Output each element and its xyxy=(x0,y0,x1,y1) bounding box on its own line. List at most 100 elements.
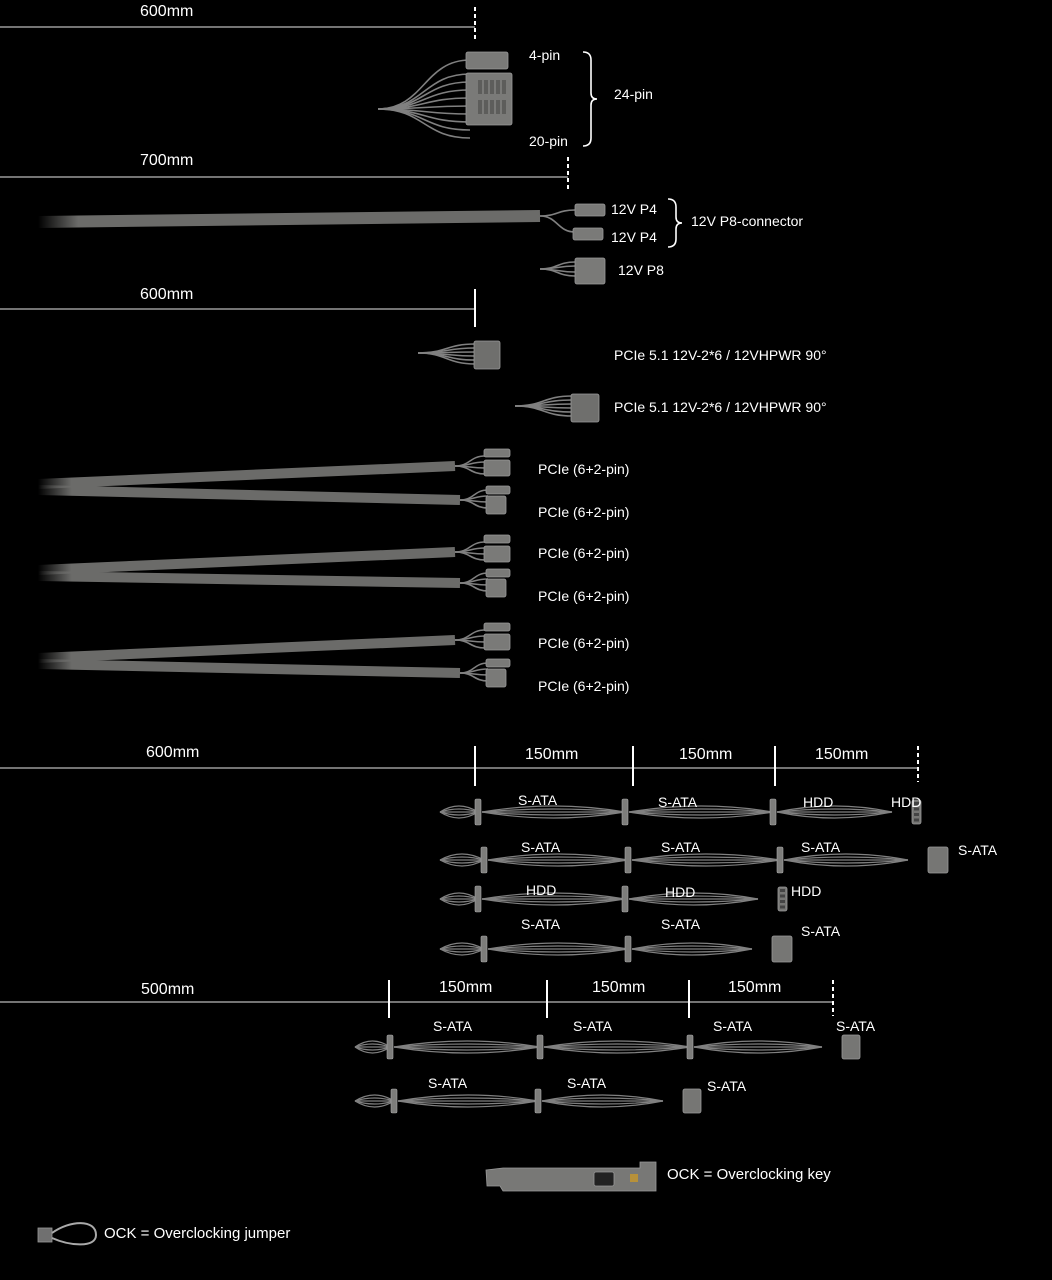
wires-pcie xyxy=(454,551,486,561)
cable-periph-3-molex-pin xyxy=(780,900,785,903)
cable-periph-4-connector xyxy=(624,935,632,963)
cable-periph-2-wires xyxy=(783,859,909,867)
wires-pcie xyxy=(454,465,486,475)
cable-periph-6-connector xyxy=(534,1088,542,1114)
label-ock-key: OCK = Overclocking key xyxy=(667,1166,831,1183)
cable-periph-6-wires xyxy=(397,1097,539,1102)
connector-pcie-2pin xyxy=(483,534,511,544)
label-r6-sata-2: S-ATA xyxy=(567,1075,607,1091)
cable-periph-3-end-molex xyxy=(777,886,788,912)
label-pcie-2: PCIe (6+2-pin) xyxy=(538,504,630,520)
length-label-sata-seg1: 150mm xyxy=(525,746,579,763)
connector-pcie-2pin xyxy=(485,568,511,578)
cable-periph-2-wires xyxy=(783,859,909,864)
label-r3-hdd-3: HDD xyxy=(791,883,822,899)
ock-jumper-loop xyxy=(51,1222,98,1246)
connector-20pin-cell xyxy=(496,80,500,94)
cable-periph-3-wires xyxy=(628,895,759,900)
cable-periph-3-wires xyxy=(481,898,626,906)
connector-pcie-6pin xyxy=(485,668,507,688)
cable-periph-1-wires xyxy=(481,811,626,816)
cable-periph-5-wires xyxy=(543,1043,691,1048)
wires-pcie xyxy=(459,582,489,592)
label-pcie-1: PCIe (6+2-pin) xyxy=(538,461,630,477)
connector-20pin-cell xyxy=(484,100,488,114)
connector-pcie-6pin xyxy=(483,633,511,651)
cable-periph-2-connector xyxy=(624,846,632,874)
label-r5-sata-2: S-ATA xyxy=(573,1018,613,1034)
cable-pcie-1 xyxy=(37,461,456,489)
length-label-pcie: 600mm xyxy=(140,286,194,303)
cable-periph-6-wires xyxy=(541,1097,664,1102)
connector-20pin-cell xyxy=(502,100,506,114)
cable-periph-1-molex-pin xyxy=(914,807,919,811)
cable-periph-4-end-sata xyxy=(771,935,793,963)
cable-periph-1-wires xyxy=(776,808,893,813)
length-label-sata-seg3: 150mm xyxy=(815,746,869,763)
cable-periph-4-wires xyxy=(487,945,629,950)
wires-pcie xyxy=(459,672,489,682)
wires-24pin xyxy=(377,59,471,110)
cable-periph-6-wires xyxy=(397,1100,539,1108)
cable-periph-5-wires xyxy=(393,1040,541,1048)
cable-periph-1-molex-pin xyxy=(914,813,919,816)
cable-periph-3-wires xyxy=(628,892,759,900)
cable-periph-5-wires xyxy=(393,1046,541,1051)
connector-20pin xyxy=(465,72,513,126)
length-label-24pin: 600mm xyxy=(140,3,194,20)
cable-periph-2-end-sata xyxy=(927,846,949,874)
ock-key-switch xyxy=(593,1171,615,1187)
length-label-sata2-main: 500mm xyxy=(141,981,195,998)
cable-periph-2-wires xyxy=(487,853,629,861)
cable-periph-4-wires xyxy=(487,948,629,956)
label-r6-sata-1: S-ATA xyxy=(428,1075,468,1091)
cable-periph-3-molex-pin xyxy=(780,894,785,898)
cable-periph-5-end-sata xyxy=(841,1034,861,1060)
cable-periph-5-wires xyxy=(693,1040,823,1048)
label-r4-sata-3: S-ATA xyxy=(801,923,841,939)
cable-periph-4-wires xyxy=(439,942,485,950)
wires-24pin xyxy=(377,108,471,139)
cable-periph-6-wires xyxy=(397,1094,539,1102)
label-r5-sata-4: S-ATA xyxy=(836,1018,876,1034)
connector-p4-b xyxy=(572,227,604,241)
cable-periph-3-wires xyxy=(481,895,626,900)
label-pcie-5: PCIe (6+2-pin) xyxy=(538,635,630,651)
connector-12vhpwr-a xyxy=(473,340,501,370)
wires-cpu-p8 xyxy=(539,268,576,277)
connector-pcie-6pin xyxy=(483,459,511,477)
label-12v-p4-b: 12V P4 xyxy=(611,229,657,245)
label-12v-p8: 12V P8 xyxy=(618,262,664,278)
connector-pcie-6pin xyxy=(485,578,507,598)
label-r6-sata-3: S-ATA xyxy=(707,1078,747,1094)
cable-periph-5-connector xyxy=(386,1034,394,1060)
connector-p8 xyxy=(574,257,606,285)
label-r1-hdd-1: HDD xyxy=(803,794,834,810)
connector-pcie-6pin xyxy=(485,495,507,515)
connector-20pin-cell xyxy=(478,100,482,114)
connector-20pin-cell xyxy=(490,100,494,114)
connector-pcie-2pin xyxy=(485,658,511,668)
cable-periph-2-connector xyxy=(776,846,784,874)
cable-periph-1-wires xyxy=(481,808,626,813)
cable-periph-1-wires xyxy=(628,811,774,816)
cable-periph-2-wires xyxy=(631,859,781,867)
length-label-sata2-seg3: 150mm xyxy=(728,979,782,996)
length-label-sata-main: 600mm xyxy=(146,744,200,761)
connector-4pin xyxy=(465,51,509,70)
wires-pcie xyxy=(454,639,486,649)
cable-pcie-6 xyxy=(37,659,461,678)
label-r1-sata-1: S-ATA xyxy=(518,792,558,808)
cable-periph-5-wires xyxy=(543,1046,691,1054)
connector-pcie-2pin xyxy=(483,622,511,632)
cable-periph-5-wires xyxy=(693,1043,823,1048)
cable-periph-2-wires xyxy=(439,859,485,867)
label-r2-sata-1: S-ATA xyxy=(521,839,561,855)
label-r2-sata-2: S-ATA xyxy=(661,839,701,855)
cable-pcie-3 xyxy=(37,547,456,575)
cable-periph-4-wires xyxy=(631,948,753,953)
ock-key-accent xyxy=(630,1174,638,1182)
cable-pcie-4 xyxy=(37,571,461,588)
connector-pcie-6pin xyxy=(483,545,511,563)
